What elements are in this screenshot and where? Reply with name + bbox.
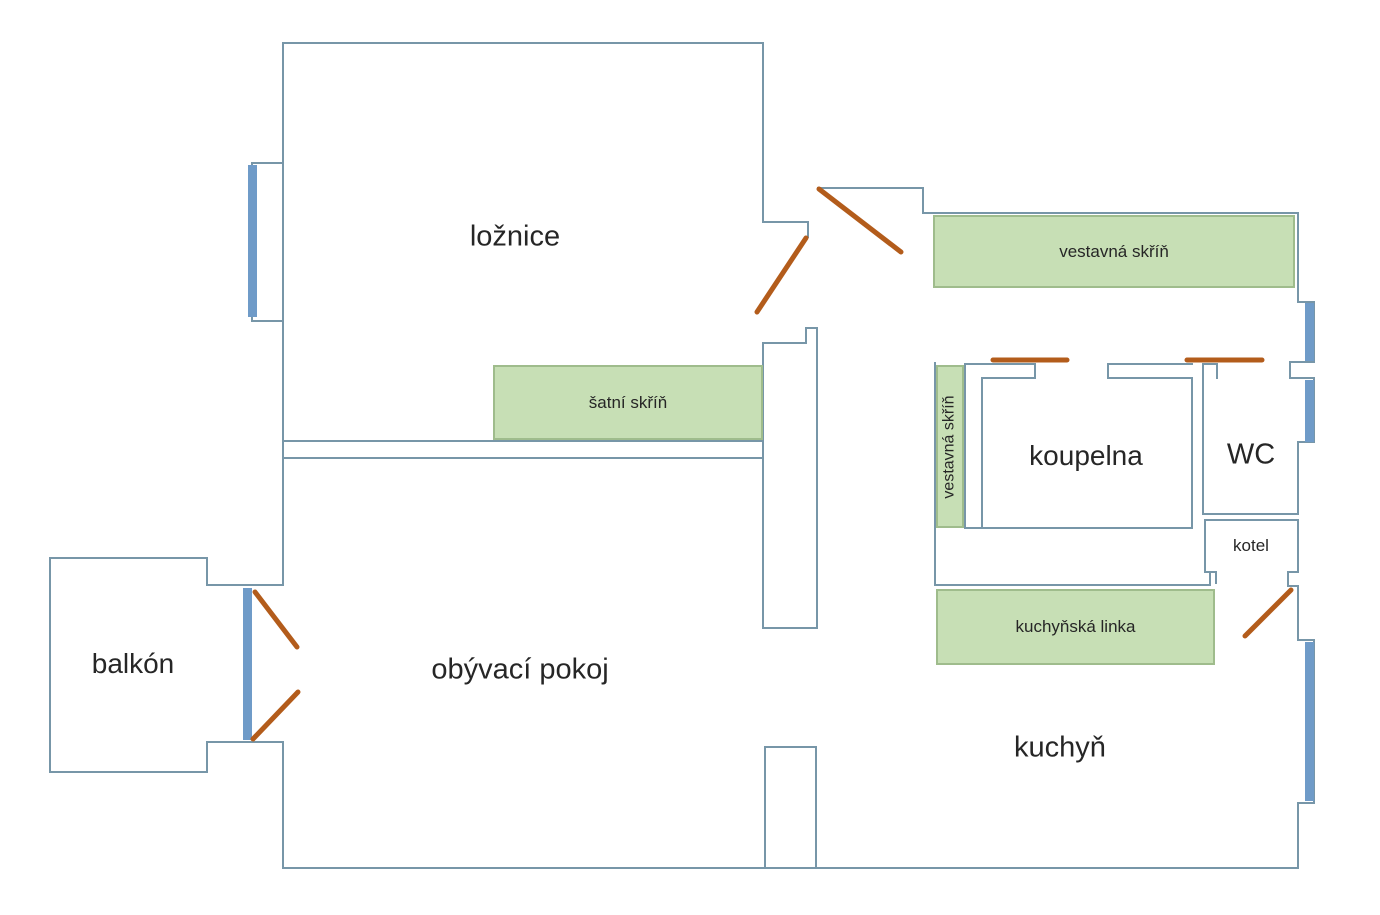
room-label-obyvaci-pokoj: obývací pokoj [431,653,609,686]
balcony-door-swing-upper [252,589,300,650]
furniture-label-kuchynska-linka: kuchyňská linka [1015,617,1136,636]
balcony-door-swing-lower [250,689,301,742]
wc-window [1305,380,1314,442]
furniture-label-vestavna-skrin-niche: vestavná skříň [941,394,958,499]
furniture-satni-skrin: šatní skříň [493,365,763,440]
hall-window [1305,303,1314,361]
furniture-vestavna-skrin-niche: vestavná skříň [936,365,964,528]
doors-layer [250,186,1294,742]
furniture-kuchynska-linka: kuchyňská linka [936,589,1215,665]
room-label-wc: WC [1226,438,1276,471]
room-label-balkon: balkón [91,648,175,679]
room-label-koupelna: koupelna [1029,440,1143,471]
bedroom-door-swing [754,235,809,315]
room-label-kotel: kotel [1233,536,1269,555]
furniture-label-vestavna-skrin-hall: vestavná skříň [1059,241,1169,261]
balcony-door-window [243,588,252,740]
windows-layer [243,165,1314,801]
kitchen-window [1305,642,1314,801]
room-label-loznice: ložnice [469,220,561,253]
room-label-kuchyn: kuchyň [1014,731,1106,764]
furniture-label-satni-skrin: šatní skříň [588,392,668,412]
entrance-door-swing [816,186,904,255]
furniture-vestavna-skrin-hall: vestavná skříň [933,215,1295,288]
bedroom-window [248,165,257,317]
kotel-door-swing [1242,587,1294,639]
